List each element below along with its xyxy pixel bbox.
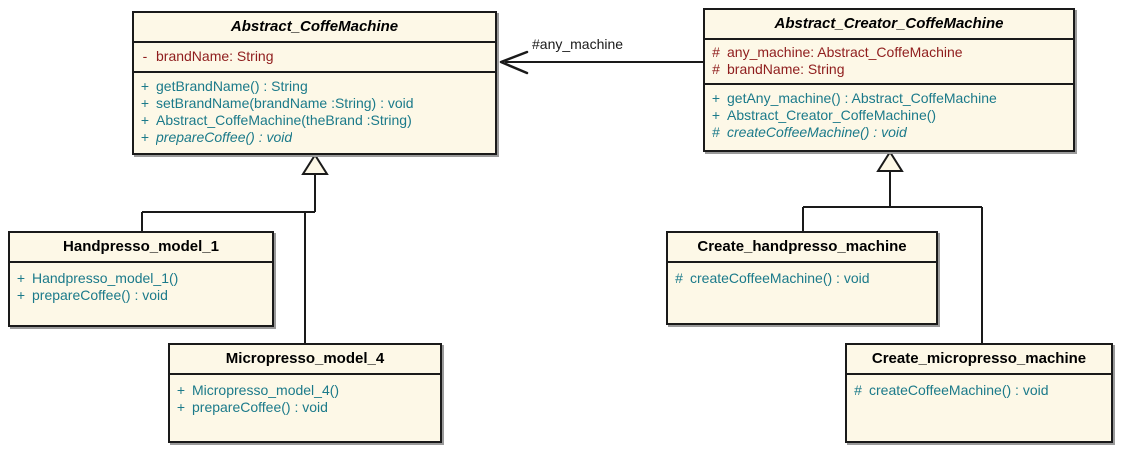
- attributes-compartment: - brandName: String: [134, 43, 495, 71]
- attribute-text: brandName: String: [727, 61, 845, 77]
- methods-compartment: # createCoffeeMachine() : void: [847, 375, 1111, 403]
- attribute-text: brandName: String: [156, 48, 274, 64]
- attribute-row: - brandName: String: [134, 48, 495, 65]
- method-text: Micropresso_model_4(): [192, 382, 340, 398]
- attribute-text: any_machine: Abstract_CoffeMachine: [727, 44, 963, 60]
- method-text: getAny_machine() : Abstract_CoffeMachine: [727, 90, 997, 106]
- method-text: Abstract_CoffeMachine(theBrand :String): [156, 112, 412, 128]
- method-row: + prepareCoffee() : void: [134, 129, 495, 146]
- method-text: createCoffeeMachine() : void: [869, 382, 1049, 398]
- method-text: createCoffeeMachine() : void: [690, 270, 870, 286]
- visibility-marker: #: [675, 270, 683, 286]
- method-text: Handpresso_model_1(): [32, 270, 179, 286]
- title-divider: [668, 261, 936, 263]
- title-divider: [134, 41, 495, 43]
- method-row: # createCoffeeMachine() : void: [847, 382, 1111, 399]
- class-create-handpresso-machine[interactable]: Create_handpresso_machine # createCoffee…: [666, 231, 938, 325]
- attribute-row: # any_machine: Abstract_CoffeMachine: [705, 44, 1073, 61]
- method-text: setBrandName(brandName :String) : void: [156, 95, 414, 111]
- method-row: + getBrandName() : String: [134, 78, 495, 95]
- methods-compartment: + getAny_machine() : Abstract_CoffeMachi…: [705, 85, 1073, 145]
- visibility-marker: +: [711, 90, 721, 106]
- class-handpresso-model-1[interactable]: Handpresso_model_1 + Handpresso_model_1(…: [8, 231, 274, 327]
- visibility-marker: #: [712, 61, 720, 77]
- visibility-marker: +: [176, 382, 186, 398]
- visibility-marker: +: [140, 78, 150, 94]
- class-create-micropresso-machine[interactable]: Create_micropresso_machine # createCoffe…: [845, 343, 1113, 443]
- class-title: Create_handpresso_machine: [697, 238, 907, 255]
- method-text: createCoffeeMachine() : void: [727, 124, 907, 140]
- association-label: #any_machine: [532, 36, 624, 52]
- methods-compartment: # createCoffeeMachine() : void: [668, 263, 936, 291]
- attribute-row: # brandName: String: [705, 61, 1073, 78]
- method-row: + Handpresso_model_1(): [10, 270, 272, 287]
- method-row: + Abstract_CoffeMachine(theBrand :String…: [134, 112, 495, 129]
- class-title: Micropresso_model_4: [225, 350, 385, 367]
- title-divider: [705, 38, 1073, 40]
- visibility-marker: +: [16, 270, 26, 286]
- visibility-marker: -: [142, 48, 148, 64]
- method-row: + prepareCoffee() : void: [170, 399, 440, 416]
- method-text: prepareCoffee() : void: [192, 399, 328, 415]
- visibility-marker: #: [854, 382, 862, 398]
- visibility-marker: +: [16, 287, 26, 303]
- class-micropresso-model-4[interactable]: Micropresso_model_4 + Micropresso_model_…: [168, 343, 442, 443]
- method-text: prepareCoffee() : void: [156, 129, 293, 145]
- method-text: Abstract_Creator_CoffeMachine(): [727, 107, 937, 123]
- attributes-divider: [134, 71, 495, 73]
- title-divider: [847, 373, 1111, 375]
- class-title: Handpresso_model_1: [63, 238, 219, 255]
- class-title: Create_micropresso_machine: [871, 350, 1087, 367]
- attributes-divider: [705, 83, 1073, 85]
- visibility-marker: #: [712, 44, 720, 60]
- visibility-marker: +: [140, 112, 150, 128]
- class-abstract-coffemachine[interactable]: Abstract_CoffeMachine - brandName: Strin…: [132, 11, 497, 155]
- visibility-marker: +: [140, 129, 150, 145]
- methods-compartment: + getBrandName() : String + setBrandName…: [134, 73, 495, 150]
- method-row: + prepareCoffee() : void: [10, 287, 272, 304]
- method-text: prepareCoffee() : void: [32, 287, 168, 303]
- method-text: getBrandName() : String: [156, 78, 308, 94]
- visibility-marker: #: [712, 124, 720, 140]
- visibility-marker: +: [176, 399, 186, 415]
- class-abstract-creator-coffemachine[interactable]: Abstract_Creator_CoffeMachine # any_mach…: [703, 8, 1075, 152]
- title-divider: [170, 373, 440, 375]
- method-row: + setBrandName(brandName :String) : void: [134, 95, 495, 112]
- visibility-marker: +: [140, 95, 150, 111]
- visibility-marker: +: [711, 107, 721, 123]
- method-row: + getAny_machine() : Abstract_CoffeMachi…: [705, 90, 1073, 107]
- methods-compartment: + Handpresso_model_1() + prepareCoffee()…: [10, 263, 272, 308]
- methods-compartment: + Micropresso_model_4() + prepareCoffee(…: [170, 375, 440, 420]
- title-divider: [10, 261, 272, 263]
- attributes-compartment: # any_machine: Abstract_CoffeMachine # b…: [705, 40, 1073, 83]
- method-row: # createCoffeeMachine() : void: [668, 270, 936, 287]
- association-any-machine: [499, 50, 703, 75]
- class-title: Abstract_CoffeMachine: [230, 18, 399, 35]
- method-row: # createCoffeeMachine() : void: [705, 124, 1073, 141]
- method-row: + Abstract_Creator_CoffeMachine(): [705, 107, 1073, 124]
- method-row: + Micropresso_model_4(): [170, 382, 440, 399]
- class-title: Abstract_Creator_CoffeMachine: [774, 15, 1004, 32]
